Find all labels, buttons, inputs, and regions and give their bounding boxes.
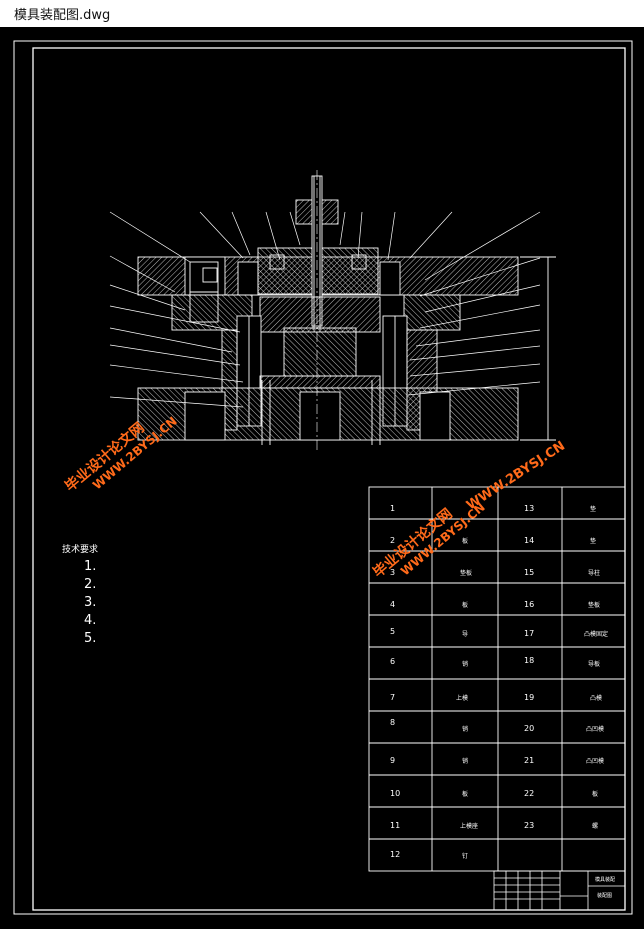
table-cell: 23 [524, 821, 534, 830]
table-cell: 螺 [592, 822, 598, 830]
table-cell: 凸模固定 [584, 630, 608, 638]
window-title: 模具装配图.dwg [14, 8, 111, 23]
table-cell: 2 [390, 536, 395, 545]
table-cell: 凸凹模 [586, 725, 604, 733]
table-cell: 板 [592, 790, 598, 798]
table-cell: 导板 [588, 660, 600, 668]
table-cell: 垫板 [588, 601, 600, 609]
table-cell: 销 [462, 757, 468, 765]
table-cell: 垫板 [460, 569, 472, 577]
drawing-code: 装配图 [597, 892, 612, 899]
watermark-url-far-right: WWW.2BYSJ.CN [464, 439, 568, 514]
mould-assembly [137, 170, 556, 450]
tech-item: 3. [84, 595, 96, 610]
table-cell: 8 [390, 718, 395, 727]
table-cell: 上模 [456, 694, 468, 702]
table-cell: 4 [390, 600, 395, 609]
technical-requirements: 技术要求 1. 2. 3. 4. 5. [62, 543, 98, 646]
parts-list-text: 1 13 垫 2 板 14 垫 3 垫板 15 导柱 4 板 16 垫板 5 导… [390, 504, 608, 860]
tech-item: 2. [84, 577, 96, 592]
table-cell: 销 [462, 660, 468, 668]
table-cell: 9 [390, 756, 395, 765]
inner-frame [32, 47, 626, 911]
table-cell: 1 [390, 504, 395, 513]
leader-lines [109, 211, 541, 408]
table-cell: 11 [390, 821, 400, 830]
table-cell: 7 [390, 693, 395, 702]
tech-item: 4. [84, 613, 96, 628]
table-cell: 17 [524, 629, 534, 638]
tech-item: 5. [84, 631, 96, 646]
tech-item: 1. [84, 559, 96, 574]
tech-heading: 技术要求 [62, 543, 98, 555]
table-cell: 6 [390, 657, 395, 666]
table-cell: 板 [462, 601, 468, 609]
table-cell: 板 [462, 790, 468, 798]
table-cell: 10 [390, 789, 400, 798]
table-cell: 13 [524, 504, 534, 513]
drawing-name: 模具装配 [595, 876, 615, 883]
table-cell: 16 [524, 600, 534, 609]
table-cell: 20 [524, 724, 534, 733]
table-cell: 19 [524, 693, 534, 702]
table-cell: 凸模 [590, 694, 602, 702]
table-cell: 销 [462, 725, 468, 733]
table-cell: 钉 [462, 852, 468, 860]
table-cell: 导柱 [588, 569, 600, 577]
title-block-text: 模具装配 装配图 [595, 876, 615, 899]
table-cell: 板 [462, 537, 468, 545]
table-cell: 14 [524, 536, 534, 545]
table-cell: 15 [524, 568, 534, 577]
table-cell: 3 [390, 568, 395, 577]
title-block [493, 870, 626, 911]
table-cell: 5 [390, 627, 395, 636]
table-cell: 凸凹模 [586, 757, 604, 765]
window-titlebar: 模具装配图.dwg [0, 0, 644, 27]
table-cell: 22 [524, 789, 534, 798]
table-cell: 12 [390, 850, 400, 859]
table-cell: 导 [462, 631, 468, 638]
outer-frame [13, 40, 633, 915]
table-cell: 垫 [590, 505, 596, 513]
table-cell: 上模座 [460, 822, 478, 830]
table-cell: 21 [524, 756, 534, 765]
table-cell: 18 [524, 656, 534, 665]
cad-drawing: 技术要求 1. 2. 3. 4. 5. 1 13 垫 2 板 14 垫 3 垫板… [13, 40, 633, 915]
table-cell: 垫 [590, 537, 596, 545]
watermark-url: WWW.2BYSJ.CN [464, 439, 568, 514]
drawing-canvas[interactable]: 技术要求 1. 2. 3. 4. 5. 1 13 垫 2 板 14 垫 3 垫板… [0, 27, 644, 929]
